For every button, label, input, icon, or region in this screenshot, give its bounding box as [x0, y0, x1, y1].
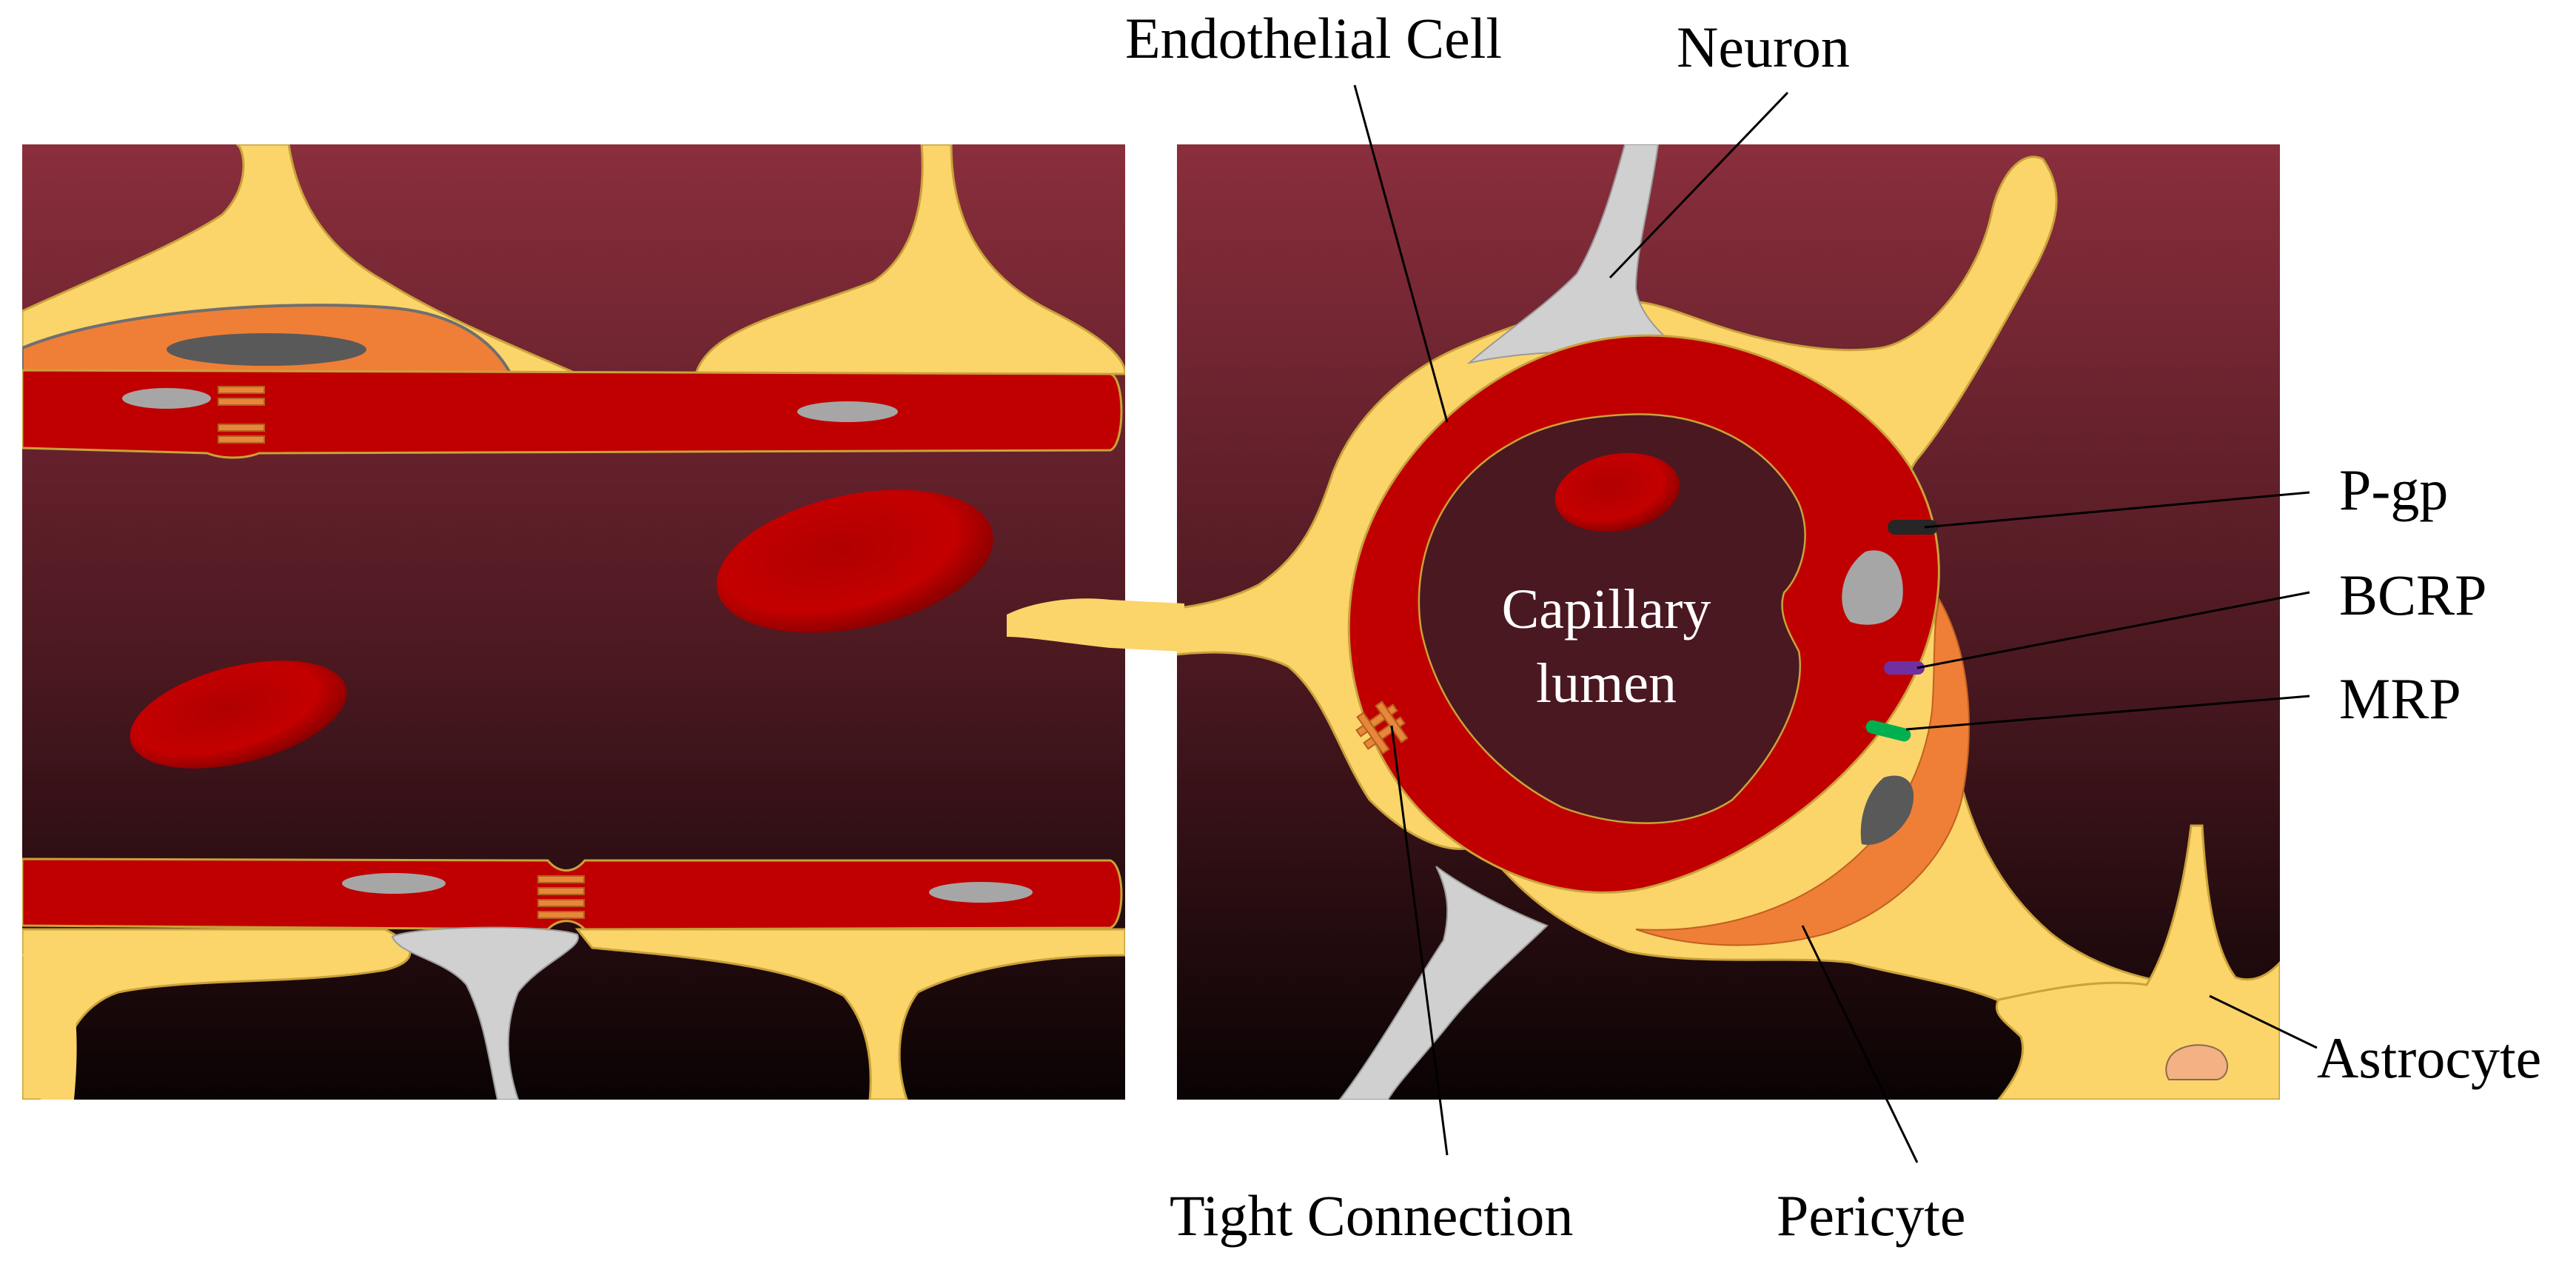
capillary-lumen-label-line2: lumen: [1536, 652, 1677, 715]
red-blood-cell: [130, 661, 347, 769]
endothelial-nucleus: [797, 401, 898, 422]
pgp-leader: [1924, 491, 2310, 529]
pericyte-leader: [1801, 925, 1919, 1163]
mrp-transporter: [1865, 720, 1911, 742]
neuron-process-bottom: [1338, 866, 1549, 1100]
astrocyte-endfoot-top-right: [694, 144, 1125, 375]
astrocyte-foot-left-bottom: [22, 933, 77, 1100]
pericyte-nucleus-left: [167, 333, 366, 366]
astrocyte-nucleus: [2165, 1044, 2228, 1080]
tight-connection-leader: [1390, 725, 1449, 1156]
endothelial-nucleus: [929, 882, 1033, 903]
bcrp-leader: [1916, 591, 2310, 669]
endothelial-nucleus: [342, 873, 446, 894]
neuron-process-left: [391, 926, 580, 1100]
astrocyte-cell-body: [1995, 824, 2280, 1100]
pericyte-right: [1635, 598, 1970, 946]
endothelial-cell-label: Endothelial Cell: [1125, 6, 1502, 70]
mrp-leader: [1905, 695, 2310, 731]
tight-junction-lower: [537, 875, 585, 919]
red-blood-cell: [1554, 452, 1680, 532]
mrp-label: MRP: [2339, 666, 2461, 731]
astrocyte-label: Astrocyte: [2317, 1026, 2541, 1090]
astrocyte-process-bridge: [1007, 598, 1184, 652]
pericyte-label: Pericyte: [1777, 1183, 1966, 1248]
endothelial-nucleus: [122, 388, 211, 409]
astrocyte-leader: [2209, 994, 2318, 1049]
pgp-label: P-gp: [2339, 458, 2448, 522]
longitudinal-panel: [22, 144, 1125, 1100]
tight-junction-ring: [1355, 700, 1409, 755]
lumen: [1418, 413, 1806, 824]
tight-connection-label: Tight Connection: [1170, 1183, 1573, 1248]
neuron-leader: [1609, 91, 1789, 279]
endothelial-nucleus-right: [1842, 550, 1903, 625]
neuron-label: Neuron: [1677, 15, 1850, 79]
capillary-lumen-label-line1: Capillary: [1502, 578, 1711, 641]
astrocyte-endfoot-bottom-right: [574, 928, 1125, 1100]
red-blood-cell: [717, 489, 993, 633]
pgp-transporter: [1888, 520, 1938, 535]
endothelial-cell-leader: [1353, 84, 1449, 423]
cross-section-panel: [1177, 144, 2280, 1100]
bcrp-transporter: [1884, 661, 1925, 675]
tight-junction-upper: [218, 386, 265, 444]
pericyte-nucleus-right: [1860, 775, 1914, 845]
bcrp-label: BCRP: [2339, 563, 2486, 627]
endothelium-upper: [22, 369, 1123, 459]
